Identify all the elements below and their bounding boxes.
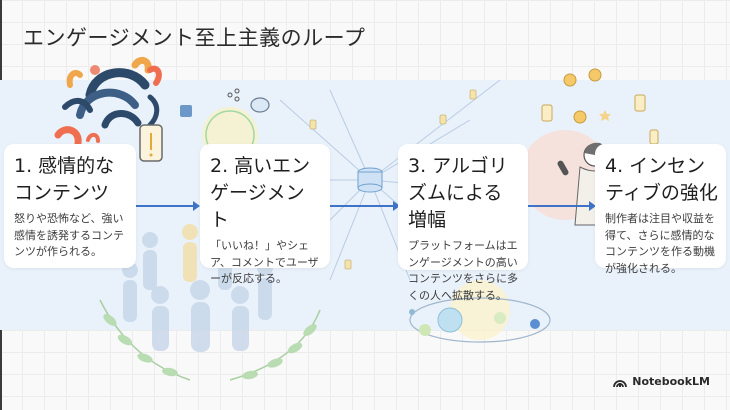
step-title: 3. アルゴリズムによる増幅	[408, 155, 508, 231]
step-description: 制作者は注目や収益を得て、さらに感情的なコンテンツを作る動機が強化される。	[605, 212, 715, 275]
arrow-2-to-3	[330, 201, 400, 211]
orbit-planets-illustration	[409, 280, 551, 343]
step-card-3: 3. アルゴリズムによる増幅 プラットフォームはエンゲージメントの高いコンテンツ…	[398, 144, 528, 302]
arrow-1-to-2	[136, 201, 200, 211]
notebooklm-logo-icon	[613, 379, 628, 387]
slide-title: エンゲージメント至上主義のループ	[23, 26, 366, 50]
step-description: プラットフォームはエンゲージメントの高いコンテンツをさらに多くの人へ拡散する。	[408, 239, 518, 302]
step-title: 4. インセンティブの強化	[605, 155, 718, 204]
step-description: 怒りや恐怖など、強い感情を誘発するコンテンツが作られる。	[14, 212, 124, 258]
notebooklm-branding: NotebookLM	[613, 375, 710, 388]
arrow-3-to-4	[528, 201, 596, 211]
branding-label: NotebookLM	[632, 375, 710, 388]
emotional-swirl-illustration	[54, 56, 163, 162]
step-description: 「いいね！」やシェア、コメントでユーザーが反応する。	[210, 239, 319, 285]
step-card-2: 2. 高いエンゲージメント 「いいね！」やシェア、コメントでユーザーが反応する。	[200, 144, 330, 285]
step-title: 1. 感情的なコンテンツ	[14, 155, 115, 204]
step-title: 2. 高いエンゲージメント	[210, 155, 311, 231]
step-card-1: 1. 感情的なコンテンツ 怒りや恐怖など、強い感情を誘発するコンテンツが作られる…	[4, 144, 136, 268]
social-reactions-illustration	[180, 88, 270, 155]
step-card-4: 4. インセンティブの強化 制作者は注目や収益を得て、さらに感情的なコンテンツを…	[595, 144, 726, 275]
